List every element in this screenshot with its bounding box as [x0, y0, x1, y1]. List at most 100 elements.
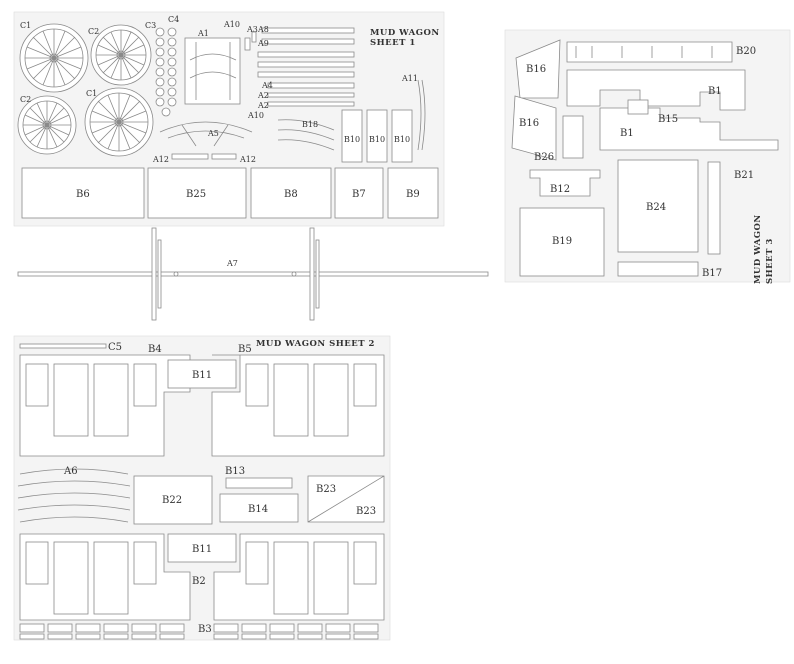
part-a5 — [159, 121, 253, 147]
part-b11-bottom — [167, 533, 237, 563]
label-b11-top: B11 — [192, 370, 212, 381]
label-b6: B6 — [76, 189, 90, 200]
part-a1-frame — [184, 37, 241, 105]
part-b5-window-1 — [245, 363, 269, 407]
sheet-3-title-line-2: SHEET 3 — [765, 238, 775, 284]
part-a6 — [17, 468, 131, 523]
part-a3-piece — [251, 31, 257, 43]
sheet-2: MUD WAGON SHEET 2 C5 B4 B5 B11 A6 B13 B2… — [13, 335, 391, 641]
part-b21 — [707, 161, 721, 255]
label-a11: A11 — [401, 74, 418, 83]
part-a2-rail-a — [267, 92, 355, 98]
part-b13 — [225, 477, 293, 489]
label-a10-top: A10 — [223, 20, 240, 29]
label-b10-c: B10 — [394, 135, 410, 144]
label-a9: A9 — [257, 39, 269, 48]
part-rail-d — [257, 61, 355, 68]
part-b4-window-1 — [25, 363, 49, 407]
strip-rows — [19, 623, 379, 640]
label-c3: C3 — [145, 21, 156, 30]
part-a4-rail — [267, 82, 355, 89]
part-a11 — [417, 79, 426, 151]
label-c4: C4 — [168, 15, 179, 24]
part-b25 — [147, 167, 247, 219]
label-b20: B20 — [736, 46, 756, 57]
label-b18: B18 — [302, 120, 318, 129]
part-rail-c — [257, 51, 355, 58]
label-b22: B22 — [162, 495, 182, 506]
part-b4-window-4 — [133, 363, 157, 407]
label-b16-bottom: B16 — [519, 118, 539, 129]
part-c5 — [19, 343, 107, 349]
label-b23-b: B23 — [356, 506, 376, 517]
wheel-c1-top — [19, 23, 89, 93]
sheet-3: B16 B20 B1 B16 B15 B1 B26 B12 B24 B21 B1… — [504, 29, 791, 284]
sheet-1: C1 C2 C3 C4 C2 C1 A1 A10 A3 A8 A9 A11 A4… — [13, 11, 445, 227]
label-c2-bottom: C2 — [20, 95, 31, 104]
part-b6 — [21, 167, 145, 219]
part-b20 — [566, 41, 733, 63]
part-b4-window-2 — [53, 363, 89, 437]
part-a9-rail — [261, 38, 355, 45]
part-b1-top — [566, 69, 746, 111]
label-b9: B9 — [406, 189, 420, 200]
part-b8 — [250, 167, 332, 219]
label-a4: A4 — [261, 81, 273, 90]
label-b12: B12 — [550, 184, 570, 195]
part-b3-window-1 — [245, 541, 269, 585]
part-b5-window-4 — [353, 363, 377, 407]
label-b26: B26 — [534, 152, 554, 163]
label-a8: A8 — [257, 25, 269, 34]
label-c1-bottom: C1 — [86, 89, 97, 98]
part-rail-e — [257, 71, 355, 78]
part-a7-axle: A7 — [17, 227, 489, 321]
part-b15 — [627, 99, 649, 115]
label-a1: A1 — [197, 29, 209, 38]
label-b23-a: B23 — [316, 484, 336, 495]
part-b22 — [133, 475, 213, 525]
part-b2-window-3 — [93, 541, 129, 615]
label-b15: B15 — [658, 114, 678, 125]
part-b5-window-2 — [273, 363, 309, 437]
sheet-3-title-line-1: MUD WAGON — [753, 214, 763, 284]
part-a12-left — [171, 153, 209, 160]
label-b1-bottom: B1 — [620, 128, 634, 139]
part-b9 — [387, 167, 439, 219]
part-b16-top — [515, 39, 561, 99]
label-b10-b: B10 — [369, 135, 385, 144]
sheet-2-title: MUD WAGON SHEET 2 — [256, 339, 375, 349]
part-b3-window-2 — [273, 541, 309, 615]
label-b10-a: B10 — [344, 135, 360, 144]
label-b24: B24 — [646, 202, 666, 213]
label-c1-top: C1 — [20, 21, 31, 30]
label-b21: B21 — [734, 170, 754, 181]
part-b12 — [529, 169, 601, 197]
part-a12-right — [211, 153, 237, 160]
part-a8-rail — [261, 27, 355, 34]
part-b10-a — [341, 109, 363, 163]
label-a12-left: A12 — [152, 155, 169, 164]
label-b11-bottom: B11 — [192, 544, 212, 555]
part-b19 — [519, 207, 605, 277]
label-b4: B4 — [148, 344, 162, 355]
part-b2-window-1 — [25, 541, 49, 585]
part-b4-window-3 — [93, 363, 129, 437]
part-b18 — [277, 119, 335, 151]
label-b14: B14 — [248, 504, 268, 515]
label-c2-top: C2 — [88, 27, 99, 36]
part-b14 — [219, 493, 299, 523]
wheel-c1-bottom — [84, 87, 154, 157]
label-b19: B19 — [552, 236, 572, 247]
part-b26-frame — [562, 115, 584, 159]
label-b8: B8 — [284, 189, 298, 200]
part-b24 — [617, 159, 699, 253]
label-c5: C5 — [108, 342, 122, 353]
part-b7 — [334, 167, 384, 219]
label-b17: B17 — [702, 268, 722, 279]
part-b23 — [307, 475, 385, 523]
label-b7: B7 — [352, 189, 366, 200]
part-b10-b — [366, 109, 388, 163]
part-b3-window-4 — [353, 541, 377, 585]
label-b5: B5 — [238, 344, 252, 355]
